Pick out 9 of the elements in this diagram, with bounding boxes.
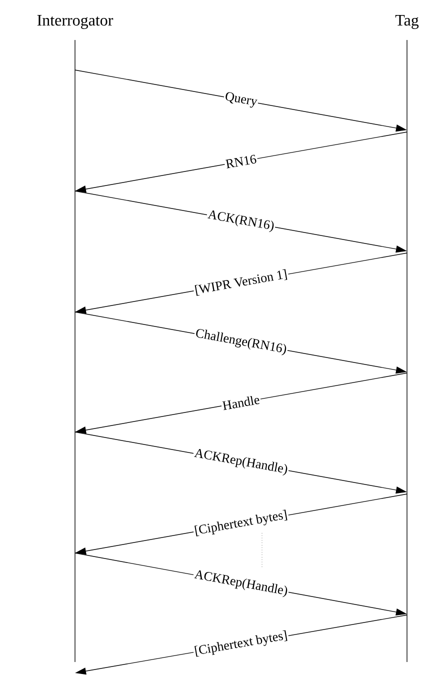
lifeline-header: Tag <box>395 15 419 29</box>
edge-label: [Ciphertext bytes] <box>192 628 290 660</box>
lifeline-header: Interrogator <box>37 15 114 29</box>
edge-label: RN16 <box>224 153 258 170</box>
edge-label: [Ciphertext bytes] <box>192 508 290 539</box>
edge-label: ACK(RN16) <box>206 208 276 234</box>
edge-label: [WIPR Version 1] <box>192 268 290 298</box>
edge-label: Handle <box>220 394 262 412</box>
edge-label: Query <box>222 90 260 110</box>
